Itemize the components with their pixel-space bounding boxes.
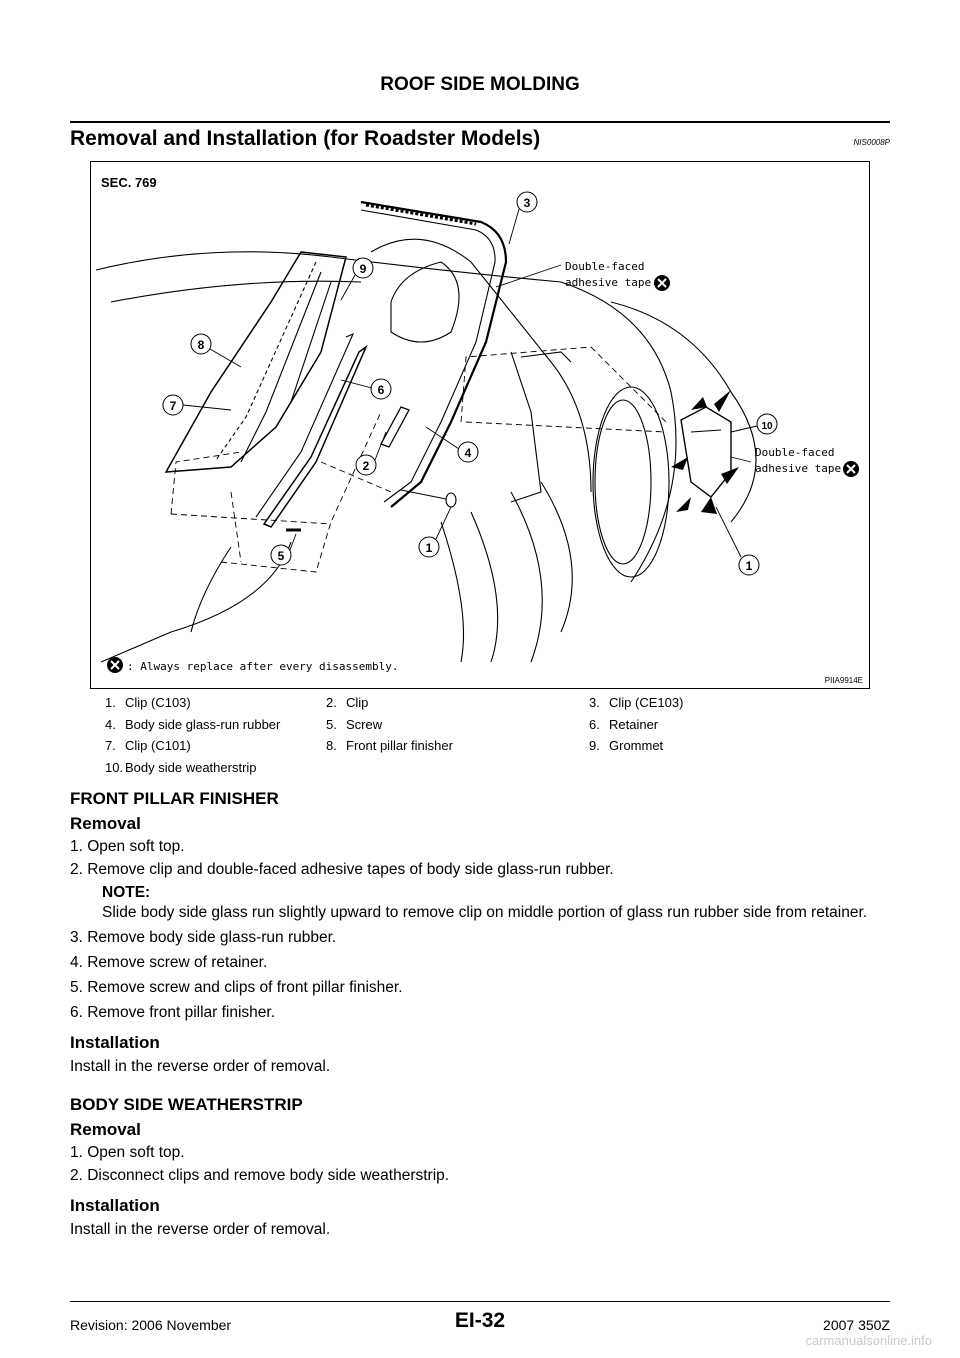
tape-label-1-line2: adhesive tape [565, 276, 651, 289]
weatherstrip-heading: BODY SIDE WEATHERSTRIP [70, 1095, 303, 1114]
watermark: carmanualsonline.info [805, 1333, 932, 1348]
replace-symbol-icon [107, 657, 123, 673]
note-text: Slide body side glass run slightly upwar… [102, 904, 868, 921]
callout-group: 3 9 8 6 7 2 4 5 1 10 1 [162, 191, 778, 576]
svg-text:3: 3 [524, 196, 531, 210]
svg-text:10: 10 [761, 421, 773, 432]
section-title: Removal and Installation (for Roadster M… [70, 127, 541, 150]
revision-text: Revision: 2006 November [70, 1317, 232, 1333]
callout-9: 9 [352, 257, 374, 279]
page-number: EI-32 [454, 1309, 506, 1332]
legend-item: 10.Body side weatherstrip [105, 759, 257, 775]
svg-text:1: 1 [426, 541, 433, 555]
svg-text:4: 4 [465, 446, 472, 460]
reference-code: NIS0008P [853, 138, 890, 147]
tape-label-2-line1: Double-faced [755, 446, 834, 459]
removal-step: 1. Open soft top. [70, 1144, 185, 1161]
legend-row: 10.Body side weatherstrip [105, 760, 885, 782]
removal-step: 2. Remove clip and double-faced adhesive… [70, 861, 614, 878]
installation-heading: Installation [70, 1033, 160, 1052]
removal-step: 3. Remove body side glass-run rubber. [70, 929, 337, 946]
removal-step: 2. Disconnect clips and remove body side… [70, 1167, 450, 1184]
removal-step: 6. Remove front pillar finisher. [70, 1004, 276, 1021]
svg-text:7: 7 [170, 399, 177, 413]
svg-text:9: 9 [360, 262, 367, 276]
callout-4: 4 [457, 441, 479, 463]
callout-2: 2 [355, 454, 377, 476]
callout-5: 5 [270, 544, 292, 566]
callout-1b: 1 [738, 554, 760, 576]
note-label: NOTE: [102, 884, 151, 901]
svg-text:8: 8 [198, 338, 205, 352]
legend-row: 7.Clip (C101) 8.Front pillar finisher 9.… [105, 738, 885, 760]
removal-step: 5. Remove screw and clips of front pilla… [70, 979, 403, 996]
removal-step: 1. Open soft top. [70, 838, 185, 855]
parts-legend: 1.Clip (C103) 2.Clip 3.Clip (CE103) 4.Bo… [105, 695, 885, 781]
installation-text: Install in the reverse order of removal. [70, 1221, 331, 1238]
svg-text:6: 6 [378, 383, 385, 397]
installation-text: Install in the reverse order of removal. [70, 1058, 331, 1075]
legend-item: 5.Screw [326, 716, 383, 732]
title-rule [70, 121, 890, 123]
removal-step: 4. Remove screw of retainer. [70, 954, 268, 971]
legend-item: 3.Clip (CE103) [589, 695, 684, 710]
callout-8: 8 [190, 333, 212, 355]
legend-item: 9.Grommet [589, 738, 664, 753]
weatherstrip-section: BODY SIDE WEATHERSTRIP Removal 1. Open s… [70, 1095, 890, 1240]
removal-heading: Removal [70, 1120, 141, 1139]
diagram-illustration: SEC. 769 3 9 8 6 7 2 4 5 1 10 1 [95, 175, 863, 685]
front-pillar-heading: FRONT PILLAR FINISHER [70, 789, 279, 808]
replace-symbol-icon [843, 461, 859, 477]
svg-text:2: 2 [363, 459, 370, 473]
legend-item: 1.Clip (C103) [105, 695, 191, 710]
legend-item: 6.Retainer [589, 716, 659, 732]
tape-label-2-line2: adhesive tape [755, 462, 841, 475]
legend-item: 8.Front pillar finisher [326, 738, 453, 753]
legend-row: 4.Body side glass-run rubber 5.Screw 6.R… [105, 717, 885, 739]
callout-10: 10 [756, 413, 778, 435]
legend-item: 7.Clip (C101) [105, 738, 191, 753]
legend-row: 1.Clip (C103) 2.Clip 3.Clip (CE103) [105, 695, 885, 717]
installation-heading: Installation [70, 1196, 160, 1215]
footer-rule [70, 1301, 890, 1302]
callout-6: 6 [370, 378, 392, 400]
removal-heading: Removal [70, 814, 141, 833]
sec-label: SEC. 769 [101, 175, 157, 190]
callout-1a: 1 [418, 536, 440, 558]
legend-item: 2.Clip [326, 695, 369, 710]
legend-item: 4.Body side glass-run rubber [105, 716, 281, 732]
front-pillar-section: FRONT PILLAR FINISHER Removal 1. Open so… [70, 789, 890, 1077]
model-text: 2007 350Z [823, 1317, 890, 1333]
callout-3: 3 [516, 191, 538, 213]
image-code: PIIA9914E [825, 676, 863, 685]
svg-text:5: 5 [278, 549, 285, 563]
replace-note: : Always replace after every disassembly… [127, 660, 399, 673]
svg-text:1: 1 [746, 559, 753, 573]
callout-7: 7 [162, 394, 184, 416]
page-header: ROOF SIDE MOLDING [380, 74, 580, 95]
replace-symbol-icon [654, 275, 670, 291]
tape-label-1-line1: Double-faced [565, 260, 644, 273]
exploded-diagram: SEC. 769 3 9 8 6 7 2 4 5 1 10 1 [90, 161, 870, 689]
